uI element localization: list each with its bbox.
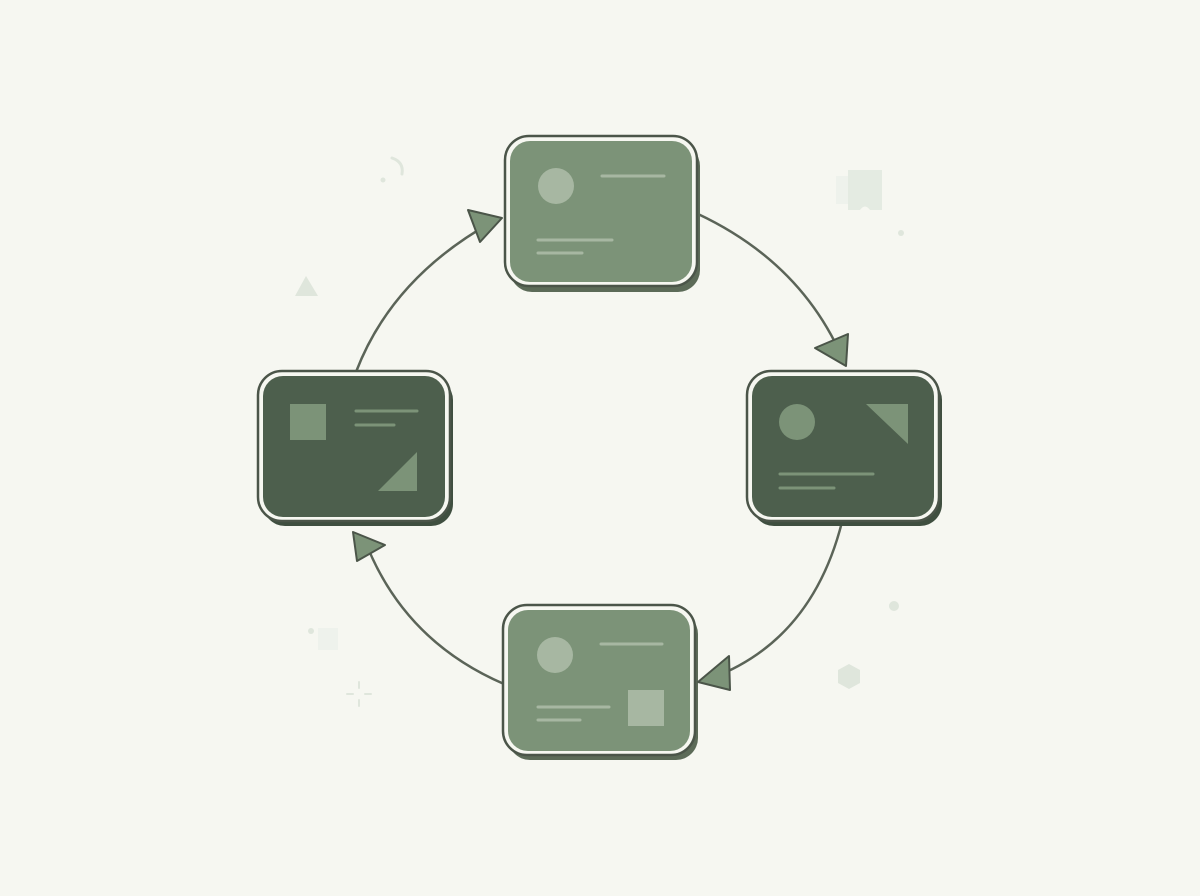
arc-decor [390,156,404,176]
ticket-decor-shade [836,176,848,204]
square-decor [318,628,338,650]
card-face [263,376,445,517]
card-right [745,369,942,526]
connectors [354,212,844,686]
card-left [256,369,453,526]
arrowhead-right-to-bottom [697,655,731,691]
hexagon-decor [838,664,860,689]
arrowhead-top-to-right [814,333,849,367]
sparkle-decor [346,681,372,707]
circle-glyph [537,637,573,673]
triangle-decor [295,276,318,296]
arrowhead-bottom-to-left [352,531,386,562]
triangle-glyph [378,452,417,491]
square-glyph [290,404,326,440]
dot-decor [898,230,904,236]
connector-bottom-left [362,537,505,686]
connector-left-top [354,220,493,373]
dot-decor [889,601,899,611]
connector-top-right [697,212,844,358]
decorations [295,156,904,707]
circle-glyph [538,168,574,204]
connector-right-bottom [711,521,844,680]
dot-decor [308,628,314,634]
circle-glyph [779,404,815,440]
card-face [752,376,934,517]
arrowheads [352,209,849,691]
card-top [503,134,700,292]
card-bottom [501,603,698,760]
card-face [508,610,690,751]
ticket-decor [848,170,882,210]
arrowhead-left-to-top [467,209,503,243]
triangle-glyph [866,404,908,444]
square-glyph [628,690,664,726]
dot-decor [380,177,386,183]
card-face [510,141,692,282]
